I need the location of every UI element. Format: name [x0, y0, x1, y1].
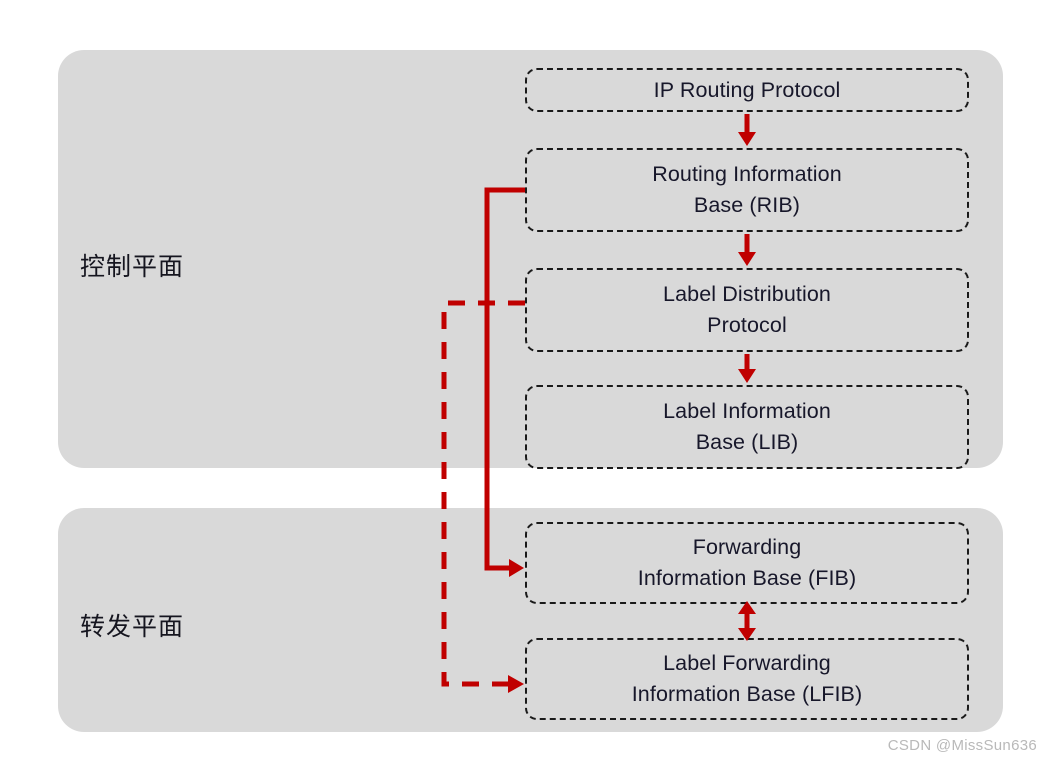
control-plane-panel — [58, 50, 1003, 468]
box-label-distribution-protocol-line2: Protocol — [707, 313, 787, 337]
csdn-watermark: CSDN @MissSun636 — [887, 737, 1037, 754]
box-routing-information-base[interactable]: Routing Information Base (RIB) — [525, 148, 969, 232]
forwarding-plane-label: 转发平面 — [80, 612, 185, 641]
box-forwarding-information-base-line2: Information Base (FIB) — [637, 566, 857, 590]
box-label-forwarding-information-base-line2: Information Base (LFIB) — [631, 682, 863, 706]
box-label-distribution-protocol-line1: Label Distribution — [663, 282, 831, 307]
box-ip-routing-protocol[interactable]: IP Routing Protocol — [525, 68, 969, 112]
box-label-distribution-protocol[interactable]: Label Distribution Protocol — [525, 268, 969, 352]
box-label-information-base-line1: Label Information — [663, 399, 831, 424]
box-forwarding-information-base-line1: Forwarding — [692, 535, 802, 560]
box-label-forwarding-information-base-text: Label Forwarding Information Base (LFIB) — [632, 648, 863, 709]
box-label-forwarding-information-base-line1: Label Forwarding — [663, 651, 831, 676]
box-routing-information-base-line2: Base (RIB) — [693, 193, 801, 217]
box-label-distribution-protocol-text: Label Distribution Protocol — [663, 279, 831, 340]
box-label-information-base-line2: Base (LIB) — [695, 430, 799, 454]
box-forwarding-information-base[interactable]: Forwarding Information Base (FIB) — [525, 522, 969, 604]
box-forwarding-information-base-text: Forwarding Information Base (FIB) — [638, 532, 856, 593]
box-ip-routing-protocol-text: IP Routing Protocol — [654, 75, 841, 106]
box-label-forwarding-information-base[interactable]: Label Forwarding Information Base (LFIB) — [525, 638, 969, 720]
box-routing-information-base-line1: Routing Information — [652, 162, 842, 187]
box-routing-information-base-text: Routing Information Base (RIB) — [652, 159, 842, 220]
box-label-information-base-text: Label Information Base (LIB) — [663, 396, 831, 457]
control-plane-label: 控制平面 — [80, 252, 185, 281]
box-ip-routing-protocol-line1: IP Routing Protocol — [653, 77, 841, 102]
forwarding-plane-panel — [58, 508, 1003, 732]
box-label-information-base[interactable]: Label Information Base (LIB) — [525, 385, 969, 469]
